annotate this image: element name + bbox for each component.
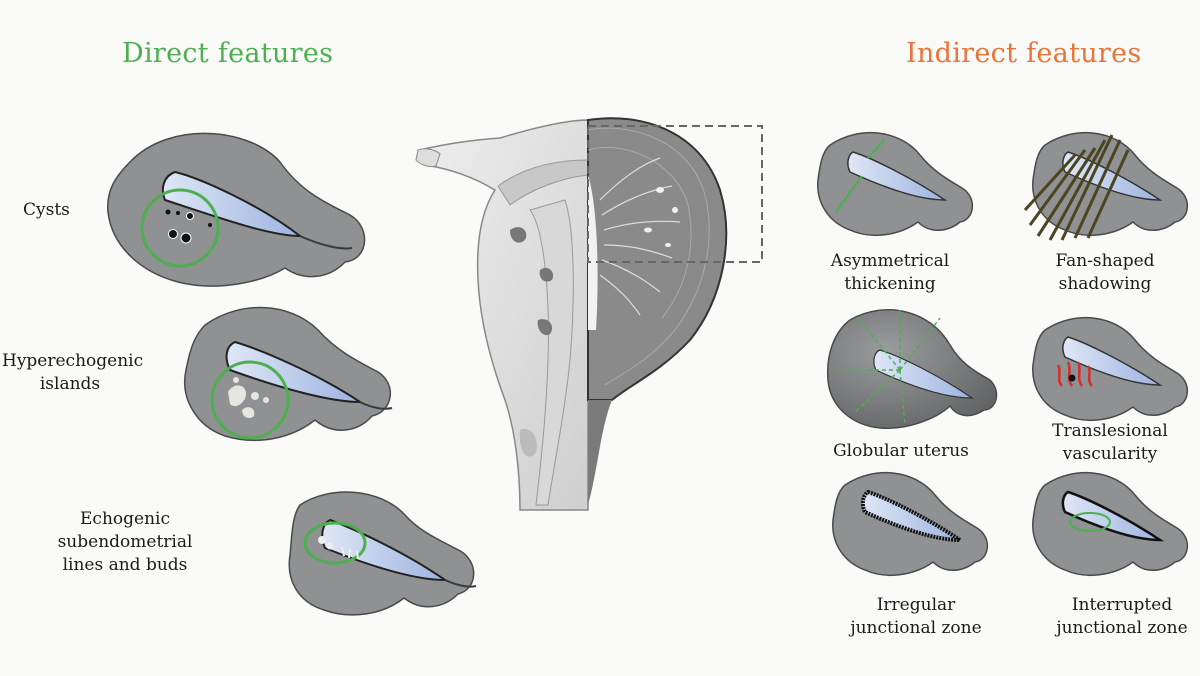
uterus-translesional-diagram (1032, 317, 1188, 422)
uterus-fan-shadowing-diagram (1023, 132, 1188, 241)
cyst-dots (165, 209, 212, 244)
hyperechoic-islands (228, 377, 269, 418)
label-cysts: Cysts (23, 200, 70, 220)
label-interrupted-junctional-zone: Interrupted junctional zone (1047, 594, 1197, 640)
label-line: Irregular (876, 595, 956, 615)
label-line: Translesional (1052, 421, 1168, 441)
zoom-region-box (587, 125, 763, 263)
label-irregular-junctional-zone: Irregular junctional zone (841, 594, 991, 640)
highlight-circle (140, 188, 220, 268)
uterus-echogenic-lines-diagram (288, 491, 477, 616)
direct-features-heading: Direct features (122, 38, 334, 69)
highlight-circle (303, 521, 367, 565)
indirect-features-heading: Indirect features (906, 38, 1142, 69)
label-echogenic-lines-buds: Echogenic subendometrial lines and buds (14, 508, 236, 577)
uterus-body (184, 306, 392, 442)
uterus-body (288, 491, 475, 616)
label-line: thickening (844, 274, 936, 294)
uterus-cysts-diagram (107, 132, 366, 287)
label-asymmetrical-thickening: Asymmetrical thickening (815, 250, 965, 296)
shadow-lines (1023, 134, 1130, 241)
label-line: junctional zone (1056, 618, 1188, 638)
label-line: junctional zone (850, 618, 982, 638)
label-line: Asymmetrical (830, 251, 950, 271)
echogenic-buds (318, 536, 359, 560)
label-line: shadowing (1058, 274, 1152, 294)
uterus-interrupted-jz-diagram (1032, 472, 1188, 577)
label-line: vascularity (1062, 444, 1158, 464)
uterus-irregular-jz-diagram (832, 472, 988, 577)
vessel-lines (1056, 361, 1093, 387)
uterine-wall-cross-section (415, 117, 763, 511)
label-fan-shaped-shadowing: Fan-shaped shadowing (1030, 250, 1180, 296)
adenomyotic-myometrium (587, 117, 728, 401)
uterus-asymmetrical-diagram (817, 132, 973, 237)
endometrial-cavity (161, 170, 303, 238)
label-hyperechogenic-islands: Hyperechogenic islands (2, 350, 144, 396)
label-line: Hyperechogenic (2, 351, 144, 371)
uterus-globular-diagram (826, 308, 998, 429)
label-line: Echogenic subendometrial (57, 509, 193, 552)
label-line: Fan-shaped (1055, 251, 1155, 271)
label-line: islands (39, 374, 101, 394)
endometrial-cavity (225, 340, 364, 404)
label-line: lines and buds (62, 555, 188, 575)
label-translesional-vascularity: Translesional vascularity (1035, 420, 1185, 466)
endometrial-cavity (321, 518, 449, 582)
adenomyosis-strands (599, 157, 681, 316)
radial-arrows (840, 308, 941, 426)
uterus-body (107, 132, 366, 287)
highlight-circle (210, 360, 290, 440)
label-line: Interrupted (1071, 595, 1173, 615)
normal-myometrium (419, 119, 589, 511)
label-globular-uterus: Globular uterus (833, 441, 969, 461)
uterus-hyperechogenic-diagram (184, 306, 393, 442)
